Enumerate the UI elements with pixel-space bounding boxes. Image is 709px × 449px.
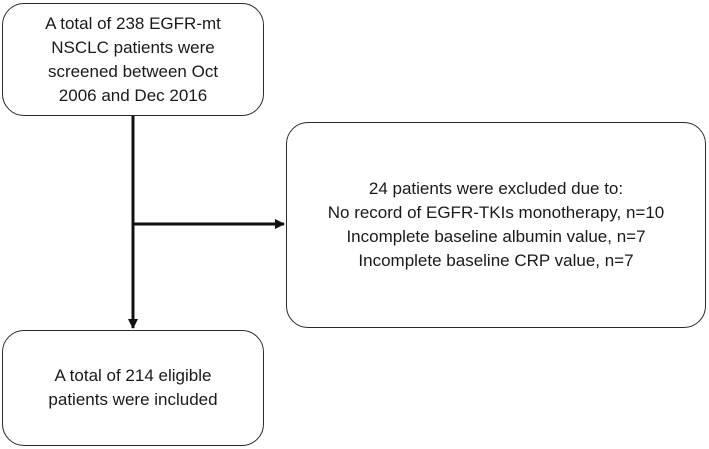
included-line-1: A total of 214 eligible (54, 366, 212, 385)
excluded-patients-box: 24 patients were excluded due to: No rec… (286, 122, 706, 328)
excluded-line-3: Incomplete baseline albumin value, n=7 (346, 227, 646, 246)
included-line-2: patients were included (48, 390, 218, 409)
excluded-line-2: No record of EGFR-TKIs monotherapy, n=10 (327, 203, 665, 222)
screened-patients-box: A total of 238 EGFR-mt NSCLC patients we… (2, 3, 264, 116)
excluded-line-4: Incomplete baseline CRP value, n=7 (358, 251, 634, 270)
screened-line-3: screened between Oct (47, 61, 219, 81)
screened-line-1: A total of 238 EGFR-mt (45, 13, 221, 33)
included-patients-box: A total of 214 eligible patients were in… (2, 330, 264, 446)
screened-line-2: NSCLC patients were (51, 37, 215, 57)
screened-line-4: 2006 and Dec 2016 (58, 85, 208, 105)
excluded-line-1: 24 patients were excluded due to: (368, 179, 624, 198)
